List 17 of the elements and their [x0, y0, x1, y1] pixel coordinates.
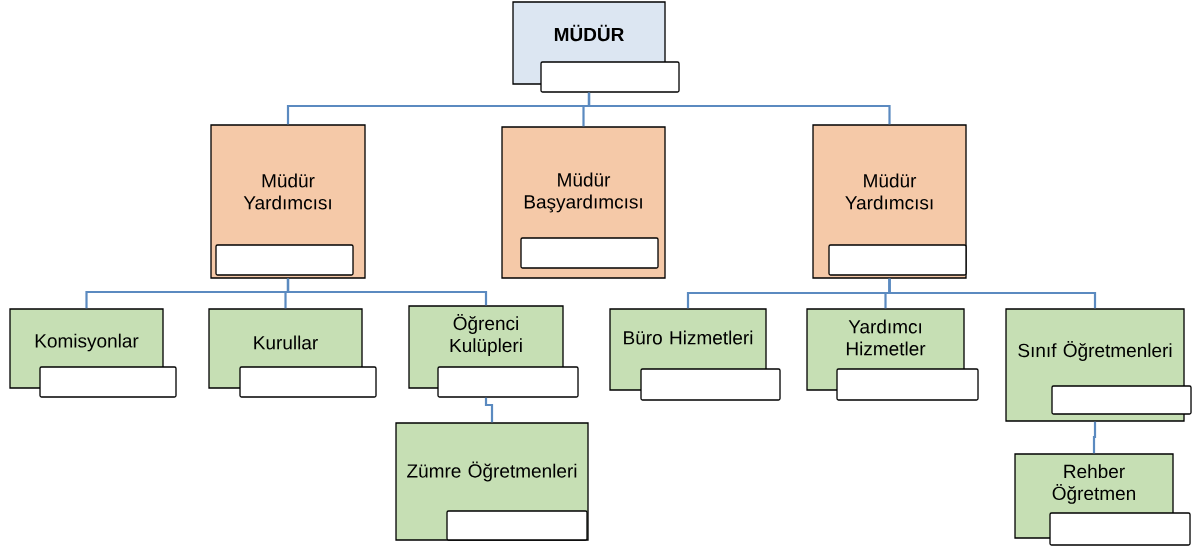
connector-line [587, 92, 891, 125]
connector-line [484, 397, 494, 423]
org-box: Rehber Öğretmen [1014, 453, 1191, 546]
org-box: Komisyonlar [9, 308, 177, 398]
connector-line [888, 278, 1097, 309]
org-box: MÜDÜR [512, 1, 680, 93]
org-box: Müdür Başyardımcısı [501, 126, 666, 279]
org-box: Müdür Yardımcısı [210, 124, 366, 279]
connector-line [286, 278, 488, 306]
org-box: Büro Hizmetleri [609, 308, 781, 401]
org-box: Müdür Yardımcısı [812, 124, 967, 279]
org-box: Kurullar [208, 308, 377, 398]
connector-line [1092, 421, 1097, 454]
org-box: Yardımcı Hizmetler [806, 308, 979, 401]
org-box: Öğrenci Kulüpleri [408, 305, 579, 398]
org-box: Sınıf Öğretmenleri [1005, 308, 1192, 422]
org-box: Zümre Öğretmenleri [395, 422, 589, 541]
